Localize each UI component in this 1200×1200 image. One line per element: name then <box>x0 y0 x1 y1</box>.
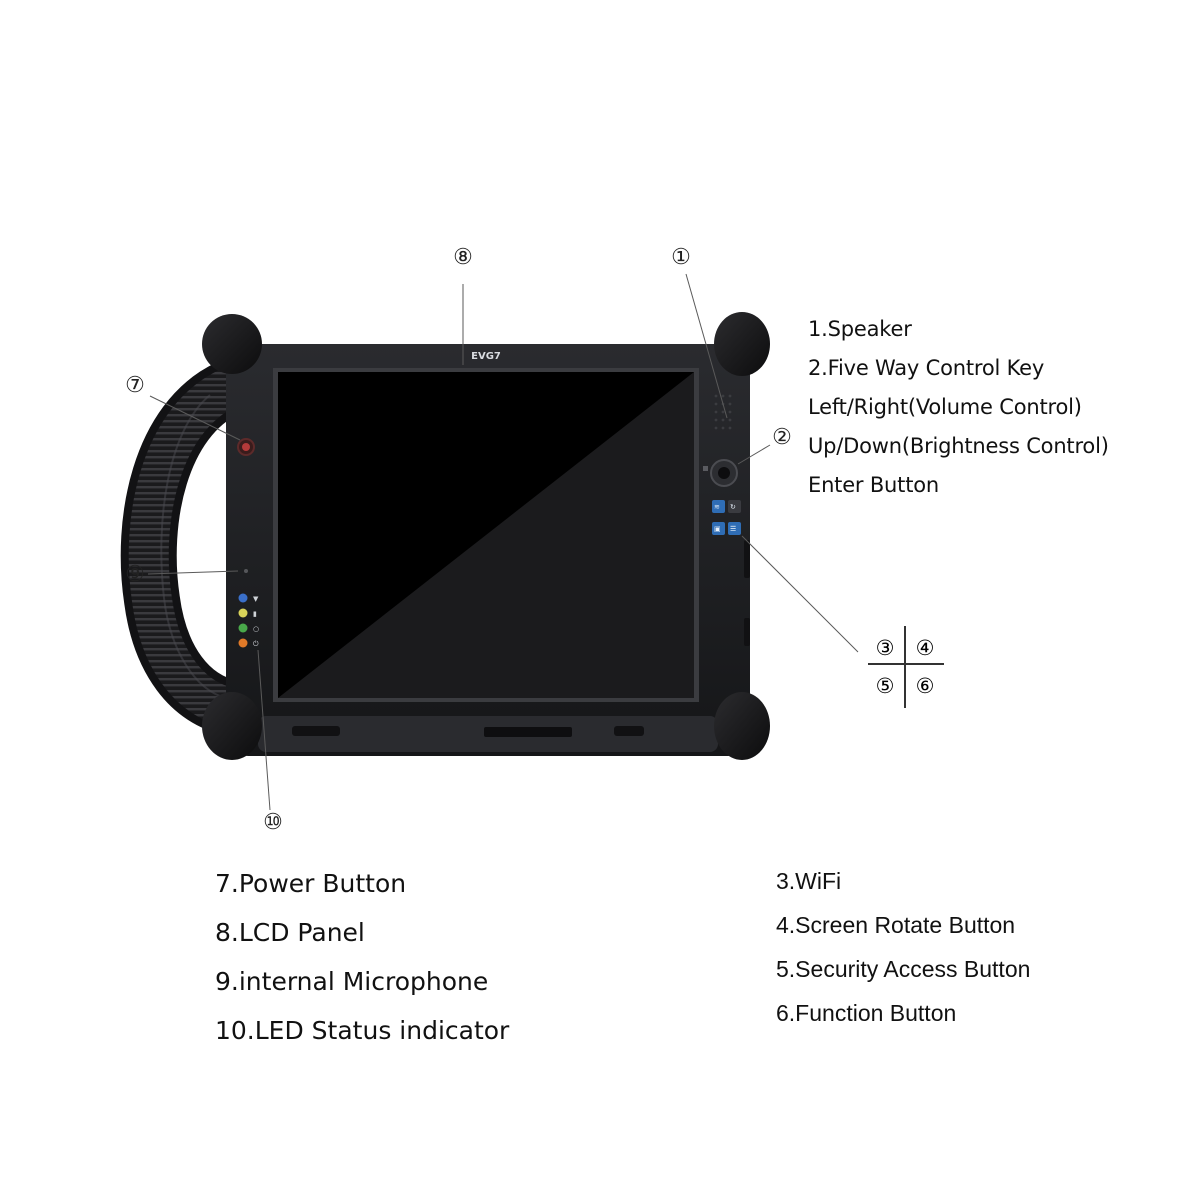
rotate-icon: ↻ <box>730 503 736 511</box>
spec-list-buttons: 3.WiFi 4.Screen Rotate Button 5.Security… <box>776 859 1030 1035</box>
spec-speaker: 1.Speaker <box>808 310 1109 349</box>
spec-screen-rotate: 4.Screen Rotate Button <box>776 903 1030 947</box>
battery-icon: ▮ <box>253 610 257 618</box>
spec-volume-control: Left/Right(Volume Control) <box>808 388 1109 427</box>
spec-wifi: 3.WiFi <box>776 859 1030 903</box>
bumper-top-right <box>714 312 770 376</box>
spec-internal-microphone: 9.internal Microphone <box>215 957 509 1006</box>
spec-brightness-control: Up/Down(Brightness Control) <box>808 427 1109 466</box>
bottom-port-slot <box>484 727 572 737</box>
function-button[interactable]: ☰ <box>728 522 741 535</box>
callout-7: ⑦ <box>120 373 150 399</box>
callout-3: ③ <box>876 636 895 660</box>
side-port-1 <box>744 540 750 578</box>
side-port-2 <box>744 618 750 646</box>
bumper-bottom-left <box>202 692 262 760</box>
lock-icon: ▣ <box>714 525 721 533</box>
leader-line-quad <box>742 536 858 652</box>
spec-list-right: 1.Speaker 2.Five Way Control Key Left/Ri… <box>808 310 1109 505</box>
disk-icon: ○ <box>253 625 259 633</box>
callout-4: ④ <box>916 636 935 660</box>
power-icon: ⏻ <box>253 640 259 648</box>
spec-lcd-panel: 8.LCD Panel <box>215 908 509 957</box>
callout-6: ⑥ <box>916 674 935 698</box>
power-button[interactable] <box>238 439 254 455</box>
wifi-icon: ▼ <box>253 595 259 603</box>
callout-2: ② <box>767 425 797 451</box>
five-way-control-key[interactable] <box>711 460 737 486</box>
lcd-screen <box>273 368 699 702</box>
callout-5: ⑤ <box>876 674 895 698</box>
spec-power-button: 7.Power Button <box>215 859 509 908</box>
security-access-button[interactable]: ▣ <box>712 522 725 535</box>
spec-five-way-key: 2.Five Way Control Key <box>808 349 1109 388</box>
internal-microphone <box>244 569 248 573</box>
spec-enter-button: Enter Button <box>808 466 1109 505</box>
wifi-button-icon: ≋ <box>714 503 720 511</box>
spec-led-status: 10.LED Status indicator <box>215 1006 509 1055</box>
callout-10: ⑩ <box>258 810 288 836</box>
brand-logo: EVG7 <box>471 351 501 362</box>
spec-function-button: 6.Function Button <box>776 991 1030 1035</box>
bottom-port-right <box>614 726 644 736</box>
bumper-top-left <box>202 314 262 374</box>
bumper-bottom-right <box>714 692 770 760</box>
spec-security-access: 5.Security Access Button <box>776 947 1030 991</box>
carry-handle <box>149 388 232 708</box>
callout-1: ① <box>666 245 696 271</box>
indicator-dot-left <box>703 466 708 471</box>
callout-8: ⑧ <box>448 245 478 271</box>
function-icon: ☰ <box>730 525 736 533</box>
bottom-port-left <box>292 726 340 736</box>
wifi-button[interactable]: ≋ <box>712 500 725 513</box>
screen-rotate-button[interactable]: ↻ <box>728 500 741 513</box>
callout-9: ⑨ <box>120 562 150 588</box>
spec-list-left: 7.Power Button 8.LCD Panel 9.internal Mi… <box>215 859 509 1055</box>
